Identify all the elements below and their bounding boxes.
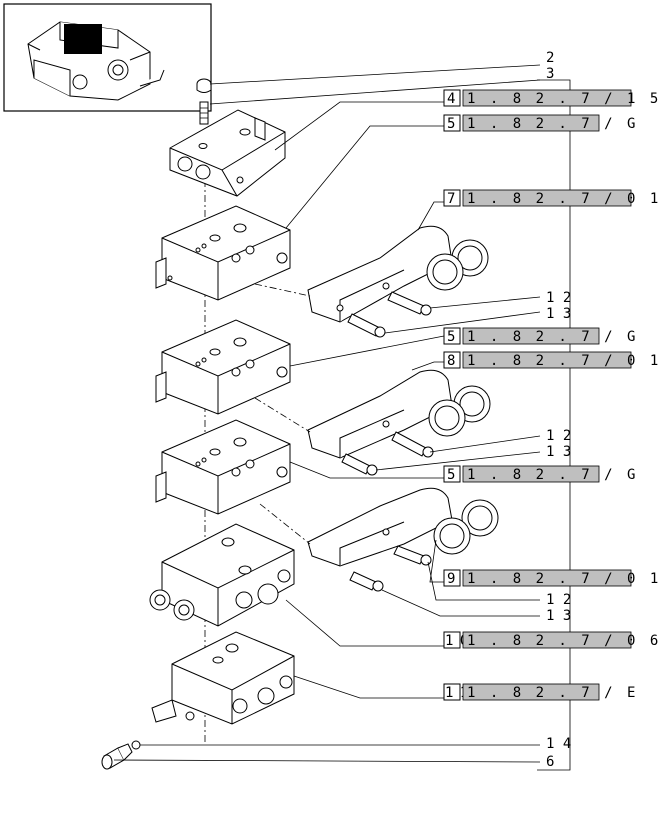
coupler-assembly-3 [307,487,499,567]
reference-8: 8 1 . 8 2 . 7 / 0 1 C [443,351,663,369]
svg-text:1 . 8 2 . 7 / G: 1 . 8 2 . 7 / G [467,116,638,132]
grouping-bracket [537,79,571,771]
coupler-assembly-2 [307,369,491,459]
leader-lines [113,64,541,763]
bolt-13-c [349,571,384,592]
pin-part-3 [199,101,209,125]
reference-4: 4 1 . 8 2 . 7 / 1 5 E [443,89,663,107]
coupler-assembly-1 [307,225,489,323]
reference-11: 1 1 1 . 8 2 . 7 / E [443,683,638,701]
reference-7: 7 1 . 8 2 . 7 / 0 1 C [443,189,663,207]
callout-3: 3 [546,66,554,82]
callout-13-a: 1 3 [546,306,571,322]
callout-12-a: 1 2 [546,290,571,306]
svg-text:1 . 8 2 . 7 / 0 1 C: 1 . 8 2 . 7 / 0 1 C [467,571,663,587]
end-cover-block [169,109,286,197]
svg-text:1 . 8 2 . 7 / E: 1 . 8 2 . 7 / E [467,685,638,701]
bolt-12-b [391,431,434,458]
svg-text:1 . 8 2 . 7 / 0 1 C: 1 . 8 2 . 7 / 0 1 C [467,191,663,207]
plug-part-6 [101,743,133,770]
callout-13-b: 1 3 [546,444,571,460]
valve-section-with-couplers [149,523,295,627]
callout-2: 2 [546,50,554,66]
reference-9: 9 1 . 8 2 . 7 / 0 1 C [443,569,663,587]
reference-10: 1 0 1 . 8 2 . 7 / 0 6 D [443,631,663,649]
overview-assembly-drawing [27,21,165,101]
svg-text:5: 5 [447,467,458,483]
cap-part-2 [196,78,212,93]
bolt-13-a [347,313,386,338]
overview-thumbnail [3,3,212,112]
svg-text:8: 8 [447,353,458,369]
svg-text:4: 4 [447,91,458,107]
callout-12-c: 1 2 [546,592,571,608]
reference-5-c: 5 1 . 8 2 . 7 / G [443,465,638,483]
callout-6: 6 [546,754,554,770]
svg-text:5: 5 [447,329,458,345]
valve-section-2 [155,319,291,415]
callout-14: 1 4 [546,736,571,752]
o-ring-part-14 [131,740,141,750]
bolt-12-c [393,545,432,566]
svg-text:1 . 8 2 . 7 / 1 5 E: 1 . 8 2 . 7 / 1 5 E [467,91,663,107]
svg-text:5: 5 [447,116,458,132]
bolt-13-b [341,453,378,476]
svg-text:1 . 8 2 . 7 / G: 1 . 8 2 . 7 / G [467,467,638,483]
valve-section-3 [155,419,291,515]
bolt-12-a [387,291,432,316]
callout-12-b: 1 2 [546,428,571,444]
svg-text:1 . 8 2 . 7 / G: 1 . 8 2 . 7 / G [467,329,638,345]
svg-text:1 . 8 2 . 7 / 0 6 D: 1 . 8 2 . 7 / 0 6 D [467,633,663,649]
svg-text:1 . 8 2 . 7 / 0 1 C: 1 . 8 2 . 7 / 0 1 C [467,353,663,369]
svg-text:7: 7 [447,191,458,207]
inlet-section [151,631,295,725]
valve-section-1 [155,205,291,301]
reference-5-b: 5 1 . 8 2 . 7 / G [443,327,638,345]
svg-text:9: 9 [447,571,458,587]
callout-13-c: 1 3 [546,608,571,624]
reference-5-a: 5 1 . 8 2 . 7 / G [443,114,638,132]
